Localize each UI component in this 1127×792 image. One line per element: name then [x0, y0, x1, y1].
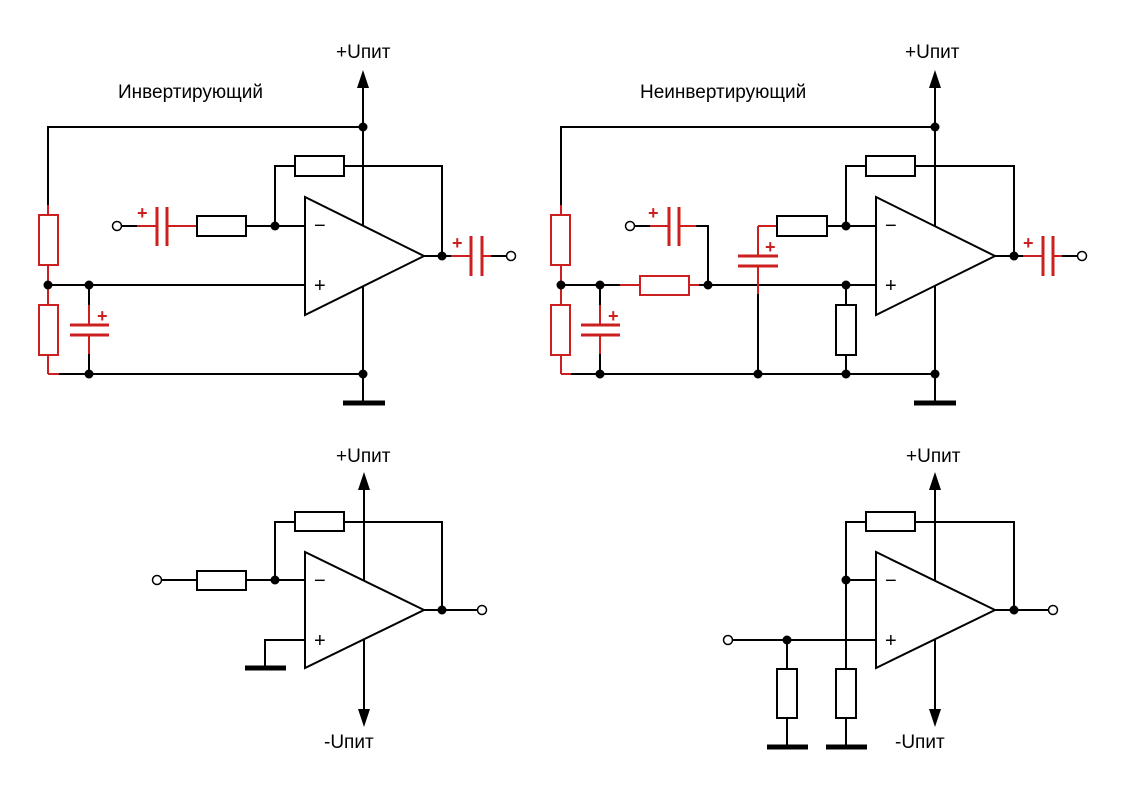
- circuit-non-inverting-dual-supply: +Uпит -Uпит − +: [722, 446, 1059, 753]
- junction-dot: [841, 369, 851, 379]
- capacitor-polarity-sign: +: [1023, 233, 1034, 253]
- inverting-input-sign: −: [885, 215, 897, 237]
- output-terminal[interactable]: [1076, 250, 1088, 262]
- circuit-inverting-dual-supply: +Uпит -Uпит − +: [151, 446, 488, 753]
- feedback-resistor: [865, 511, 916, 532]
- opamp-symbol: [875, 550, 998, 670]
- gain-resistor: [776, 215, 828, 237]
- junction-dot: [1009, 251, 1019, 261]
- divider-resistor-top: [550, 214, 571, 266]
- supply-positive-label: +Uпит: [905, 42, 960, 63]
- junction-dot: [437, 605, 447, 615]
- junction-dot: [841, 280, 851, 290]
- input-resistor: [196, 215, 247, 237]
- input-terminal[interactable]: [722, 634, 734, 646]
- feedback-resistor: [865, 155, 916, 177]
- junction-dot: [84, 280, 94, 290]
- supply-arrow-up-icon: [357, 70, 369, 88]
- divider-resistor-bottom: [550, 304, 571, 356]
- junction-dot: [84, 369, 94, 379]
- supply-arrow-up-icon: [929, 70, 941, 88]
- noninverting-input-sign: +: [314, 630, 326, 652]
- opamp-symbol: [304, 550, 427, 670]
- junction-dot: [270, 221, 280, 231]
- circuit-inverting-single-supply: Инвертирующий +Uпит + +: [38, 42, 517, 406]
- input-resistor: [196, 570, 247, 591]
- opamp-symbol: [304, 195, 427, 317]
- junction-dot: [782, 635, 792, 645]
- supply-arrow-down-icon: [358, 709, 370, 727]
- input-terminal[interactable]: [111, 220, 123, 232]
- input-shunt-resistor: [835, 304, 857, 356]
- junction-dot: [1009, 605, 1019, 615]
- junction-dot: [841, 575, 851, 585]
- junction-dot: [930, 369, 940, 379]
- supply-positive-label: +Uпит: [906, 446, 961, 467]
- capacitor-polarity-sign: +: [648, 203, 659, 223]
- capacitor-polarity-sign: +: [765, 237, 776, 257]
- junction-dot: [753, 369, 763, 379]
- supply-negative-label: -Uпит: [895, 732, 945, 753]
- junction-dot: [358, 369, 368, 379]
- junction-dot: [270, 575, 280, 585]
- divider-resistor-bottom: [38, 304, 59, 356]
- opamp-symbol: [875, 195, 998, 317]
- capacitor-polarity-sign: +: [97, 306, 108, 326]
- output-terminal[interactable]: [505, 250, 517, 262]
- supply-negative-label: -Uпит: [324, 732, 374, 753]
- junction-dot: [703, 280, 713, 290]
- feedback-resistor: [294, 511, 345, 532]
- junction-dot: [595, 280, 605, 290]
- supply-positive-label: +Uпит: [336, 42, 391, 63]
- feedback-resistor: [294, 155, 345, 177]
- inverting-input-sign: −: [314, 570, 326, 592]
- inverting-input-sign: −: [885, 570, 897, 592]
- bias-resistor: [639, 275, 690, 296]
- capacitor-polarity-sign: +: [608, 306, 619, 326]
- input-terminal[interactable]: [624, 220, 636, 232]
- capacitor-polarity-sign: +: [452, 233, 463, 253]
- noninverting-input-sign: +: [885, 275, 897, 297]
- supply-arrow-down-icon: [929, 709, 941, 727]
- output-terminal[interactable]: [1047, 604, 1059, 616]
- supply-arrow-up-icon: [358, 472, 370, 490]
- supply-arrow-up-icon: [929, 472, 941, 490]
- junction-dot: [556, 280, 566, 290]
- junction-dot: [43, 280, 53, 290]
- junction-dot: [595, 369, 605, 379]
- gain-resistor: [835, 668, 857, 719]
- circuit-non-inverting-single-supply: Неинвертирующий +Uпит +: [550, 42, 1088, 406]
- input-shunt-resistor: [776, 668, 798, 719]
- junction-dot: [437, 251, 447, 261]
- capacitor-polarity-sign: +: [137, 203, 148, 223]
- supply-positive-label: +Uпит: [336, 446, 391, 467]
- output-terminal[interactable]: [476, 604, 488, 616]
- circuit-title: Инвертирующий: [118, 82, 263, 103]
- circuit-title: Неинвертирующий: [640, 82, 806, 103]
- noninverting-input-sign: +: [314, 275, 326, 297]
- inverting-input-sign: −: [314, 215, 326, 237]
- noninverting-input-sign: +: [885, 630, 897, 652]
- divider-resistor-top: [38, 214, 59, 266]
- input-terminal[interactable]: [151, 574, 163, 586]
- junction-dot: [930, 122, 940, 132]
- junction-dot: [841, 221, 851, 231]
- junction-dot: [358, 122, 368, 132]
